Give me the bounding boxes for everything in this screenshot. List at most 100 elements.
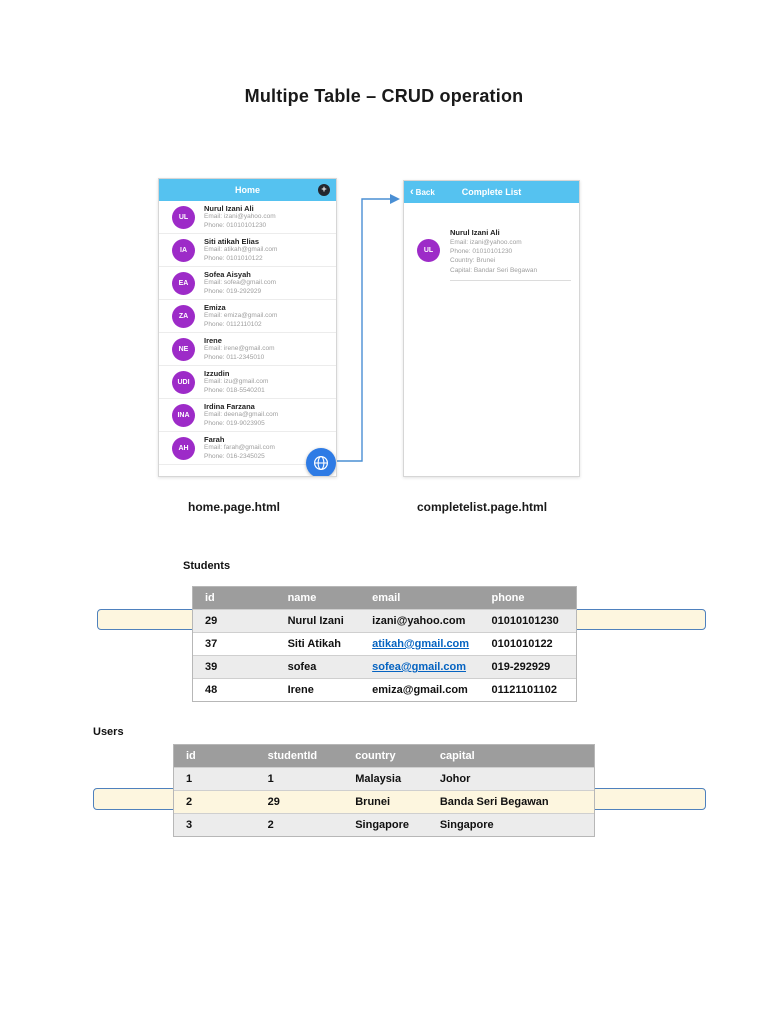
- page-title: Multipe Table – CRUD operation: [244, 86, 524, 106]
- cell-name: Nurul Izani: [287, 615, 344, 627]
- avatar: UL: [417, 239, 440, 262]
- contact-name: Nurul Izani Ali: [204, 204, 254, 213]
- cell-id: 37: [205, 638, 218, 650]
- table-row: 37 Siti Atikah atikah@gmail.com 01010101…: [193, 632, 576, 655]
- contact-list-item[interactable]: EA Sofea Aisyah Email: sofea@gmail.com P…: [159, 267, 336, 300]
- home-contact-list: UL Nurul Izani Ali Email: izani@yahoo.co…: [159, 201, 336, 476]
- table-header-row: id name email phone: [193, 587, 576, 609]
- table-row: 1 1 Malaysia Johor: [174, 767, 594, 790]
- contact-text: Siti atikah Elias Email: atikah@gmail.co…: [204, 237, 277, 263]
- add-button[interactable]: +: [318, 184, 330, 196]
- table-row: 39 sofea sofea@gmail.com 019-292929: [193, 655, 576, 678]
- back-label: Back: [415, 187, 435, 197]
- contact-name: Farah: [204, 435, 225, 444]
- cell-name: sofea: [287, 661, 317, 673]
- home-mockup: Home + UL Nurul Izani Ali Email: izani@y…: [158, 178, 337, 477]
- avatar: ZA: [172, 304, 195, 328]
- contact-name: Irene: [204, 336, 222, 345]
- contact-phone: Phone: 019-292929: [204, 287, 262, 295]
- avatar: EA: [172, 271, 195, 295]
- cell-phone: 0101010122: [491, 638, 553, 650]
- completelist-header-title: Complete List: [461, 187, 522, 197]
- table-row: 3 2 Singapore Singapore: [174, 813, 594, 836]
- cell-capital: Johor: [439, 773, 471, 785]
- avatar: NE: [172, 337, 195, 361]
- avatar: UL: [172, 205, 195, 229]
- cell-id: 29: [205, 615, 218, 627]
- contact-name: Irdina Farzana: [204, 402, 255, 411]
- column-header: studentId: [267, 750, 318, 762]
- contact-text: Irene Email: irene@gmail.com Phone: 011-…: [204, 336, 275, 362]
- contact-list-item[interactable]: ZA Emiza Email: emiza@gmail.com Phone: 0…: [159, 300, 336, 333]
- contact-phone: Phone: 018-5540201: [204, 386, 265, 394]
- contact-email: Email: izu@gmail.com: [204, 378, 269, 385]
- avatar: INA: [172, 403, 195, 427]
- contact-email: Email: irene@gmail.com: [204, 345, 275, 352]
- contact-text: Izzudin Email: izu@gmail.com Phone: 018-…: [204, 369, 268, 395]
- cell-phone: 01010101230: [491, 615, 559, 627]
- cell-country: Brunei: [355, 796, 391, 808]
- detail-capital: Capital: Bandar Seri Begawan: [450, 266, 538, 274]
- contact-detail-card[interactable]: UL Nurul Izani Ali Email: izani@yahoo.co…: [404, 203, 579, 281]
- contact-name: Sofea Aisyah: [204, 270, 251, 279]
- table-row-highlighted: 2 29 Brunei Banda Seri Begawan: [174, 790, 594, 813]
- avatar: IA: [172, 238, 195, 262]
- column-header: phone: [491, 592, 525, 604]
- contact-text: Sofea Aisyah Email: sofea@gmail.com Phon…: [204, 270, 276, 296]
- cell-capital: Singapore: [439, 819, 494, 831]
- users-table-label: Users: [93, 726, 124, 738]
- column-header: name: [287, 592, 317, 604]
- contact-name: Emiza: [204, 303, 226, 312]
- cell-id: 3: [186, 819, 193, 831]
- contact-email: Email: emiza@gmail.com: [204, 312, 278, 319]
- contact-email: Email: atikah@gmail.com: [204, 246, 278, 253]
- contact-text: Emiza Email: emiza@gmail.com Phone: 0112…: [204, 303, 277, 329]
- contact-list-item[interactable]: NE Irene Email: irene@gmail.com Phone: 0…: [159, 333, 336, 366]
- globe-fab-button[interactable]: [306, 448, 336, 476]
- contact-phone: Phone: 01010101230: [204, 221, 267, 229]
- detail-name: Nurul Izani Ali: [450, 228, 500, 237]
- home-header: Home +: [159, 179, 336, 201]
- table-row: 48 Irene emiza@gmail.com 01121101102: [193, 678, 576, 701]
- home-caption: home.page.html: [188, 500, 281, 514]
- contact-name: Siti atikah Elias: [204, 237, 260, 246]
- contact-list-item[interactable]: INA Irdina Farzana Email: deena@gmail.co…: [159, 399, 336, 432]
- home-header-title: Home: [234, 185, 260, 195]
- cell-name: Irene: [287, 684, 314, 696]
- globe-icon: [313, 455, 329, 471]
- cell-email: emiza@gmail.com: [372, 684, 468, 696]
- table-header-row: id studentId country capital: [174, 745, 594, 767]
- contact-phone: Phone: 016-2345025: [204, 452, 265, 460]
- contact-phone: Phone: 0101010122: [204, 254, 263, 262]
- email-link[interactable]: atikah@gmail.com: [372, 638, 470, 650]
- column-header: id: [205, 592, 215, 604]
- avatar: AH: [172, 436, 195, 460]
- contact-phone: Phone: 019-9023905: [204, 419, 265, 427]
- contact-email: Email: farah@gmail.com: [204, 444, 275, 451]
- contact-list-item[interactable]: AH Farah Email: farah@gmail.com Phone: 0…: [159, 432, 336, 465]
- contact-list-item[interactable]: UL Nurul Izani Ali Email: izani@yahoo.co…: [159, 201, 336, 234]
- contact-phone: Phone: 0112110102: [204, 320, 262, 328]
- contact-phone: Phone: 011-2345010: [204, 353, 265, 361]
- contact-list-item[interactable]: UDI Izzudin Email: izu@gmail.com Phone: …: [159, 366, 336, 399]
- table-row: 29 Nurul Izani izani@yahoo.com 010101012…: [193, 609, 576, 632]
- contact-text: Irdina Farzana Email: deena@gmail.com Ph…: [204, 402, 278, 428]
- cell-studentid: 2: [267, 819, 274, 831]
- completelist-mockup: ‹ Back Complete List UL Nurul Izani Ali …: [403, 180, 580, 477]
- cell-phone: 019-292929: [491, 661, 551, 673]
- email-link[interactable]: sofea@gmail.com: [372, 661, 467, 673]
- cell-id: 1: [186, 773, 193, 785]
- plus-icon: +: [321, 184, 327, 194]
- cell-studentid: 29: [267, 796, 280, 808]
- cell-id: 2: [186, 796, 193, 808]
- back-button[interactable]: ‹ Back: [410, 181, 435, 203]
- column-header: capital: [439, 750, 475, 762]
- column-header: country: [355, 750, 396, 762]
- cell-country: Malaysia: [355, 773, 402, 785]
- contact-email: Email: izani@yahoo.com: [204, 213, 276, 220]
- cell-capital: Banda Seri Begawan: [439, 796, 549, 808]
- contact-list-item[interactable]: IA Siti atikah Elias Email: atikah@gmail…: [159, 234, 336, 267]
- chevron-left-icon: ‹: [410, 185, 414, 198]
